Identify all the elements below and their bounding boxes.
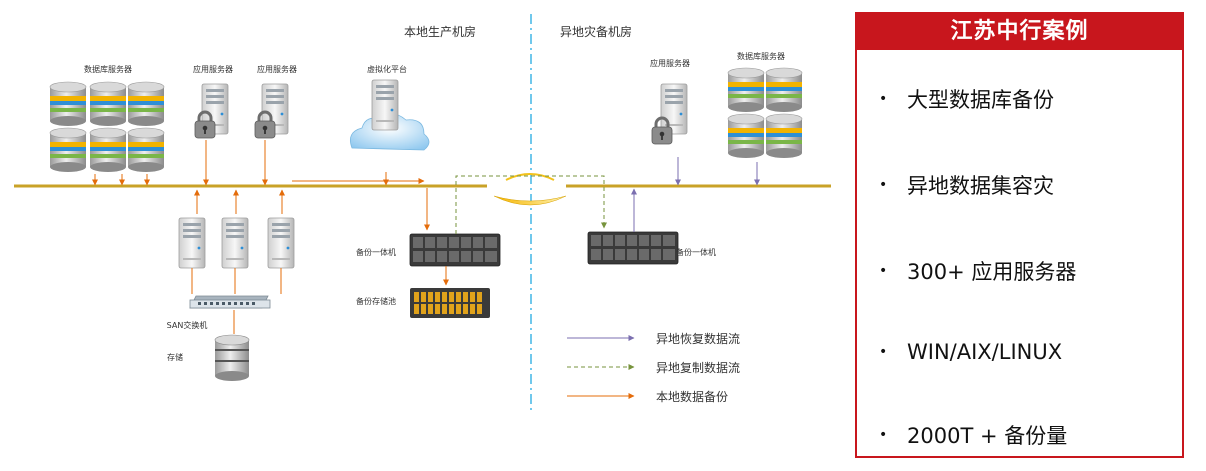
case-item-text: 2000T + 备份量	[907, 424, 1068, 448]
db-servers-cluster	[49, 81, 165, 173]
server-tower-icon	[371, 79, 399, 131]
legend-label-local-backup: 本地数据备份	[656, 389, 728, 404]
local-room-label: 本地生产机房	[404, 24, 476, 39]
database-icon	[49, 81, 87, 127]
storage-label: 存储	[167, 352, 183, 362]
backup-storage-pool	[410, 288, 490, 318]
remote-db-servers-label: 数据库服务器	[737, 51, 785, 61]
list-item: • 2000T + 备份量	[879, 420, 1067, 450]
database-icon	[127, 127, 165, 173]
legend-label-replicate: 异地复制数据流	[656, 360, 740, 375]
replication-flow-line	[455, 175, 607, 234]
server-tower-icon	[660, 83, 688, 135]
server-tower-icon	[178, 217, 206, 269]
san-switch	[189, 295, 271, 309]
database-icon	[127, 81, 165, 127]
app-server-label-1: 应用服务器	[193, 64, 233, 74]
database-icon	[89, 81, 127, 127]
database-icon	[727, 113, 765, 159]
bullet-icon: •	[879, 177, 888, 193]
backup-storage-label: 备份存储池	[356, 296, 396, 306]
case-item-text: WIN/AIX/LINUX	[907, 340, 1063, 364]
server-tower-icon	[267, 217, 295, 269]
virtualization-platform	[349, 79, 430, 151]
database-icon	[727, 67, 765, 113]
case-item-text: 300+ 应用服务器	[907, 260, 1077, 284]
bullet-icon: •	[879, 427, 888, 443]
virtualization-label: 虚拟化平台	[367, 64, 407, 74]
legend-label-restore: 异地恢复数据流	[656, 331, 740, 346]
replication-arcs-icon	[493, 173, 567, 206]
app-server-2	[253, 83, 289, 140]
bullet-icon: •	[879, 91, 888, 107]
architecture-diagram: 本地生产机房 异地灾备机房 数据库服务器 应用服务器 应用服务器 虚拟化平台	[14, 14, 831, 412]
case-item-text: 大型数据库备份	[907, 88, 1054, 112]
case-panel: 江苏中行案例 • 大型数据库备份 • 异地数据集容灾 • 300+ 应用服务器 • WI…	[855, 12, 1184, 458]
remote-backup-appliance-label: 备份一体机	[676, 247, 716, 257]
remote-db-servers-cluster	[727, 67, 803, 159]
app-server-label-2: 应用服务器	[257, 64, 297, 74]
list-item: • 300+ 应用服务器	[879, 256, 1076, 286]
remote-backup-appliance-rack	[587, 231, 679, 265]
server-tower-icon	[221, 217, 249, 269]
remote-app-server-label: 应用服务器	[650, 58, 690, 68]
bullet-icon: •	[879, 263, 888, 279]
case-title: 江苏中行案例	[857, 14, 1182, 50]
database-icon	[89, 127, 127, 173]
database-icon	[765, 67, 803, 113]
remote-room-label: 异地灾备机房	[560, 24, 632, 39]
storage-device	[214, 334, 250, 381]
database-icon	[49, 127, 87, 173]
case-item-text: 异地数据集容灾	[907, 174, 1054, 198]
db-servers-label: 数据库服务器	[84, 64, 132, 74]
backup-appliance-label: 备份一体机	[356, 247, 396, 257]
database-icon	[765, 113, 803, 159]
remote-app-server	[650, 83, 688, 146]
app-server-1	[193, 83, 229, 140]
legend: 异地恢复数据流 异地复制数据流 本地数据备份	[567, 331, 740, 404]
backup-appliance-rack	[409, 233, 501, 267]
list-item: • 异地数据集容灾	[879, 170, 1054, 200]
san-switch-label: SAN交换机	[167, 320, 208, 330]
list-item: • 大型数据库备份	[879, 84, 1054, 114]
list-item: • WIN/AIX/LINUX	[879, 340, 1062, 364]
bullet-icon: •	[879, 344, 888, 360]
